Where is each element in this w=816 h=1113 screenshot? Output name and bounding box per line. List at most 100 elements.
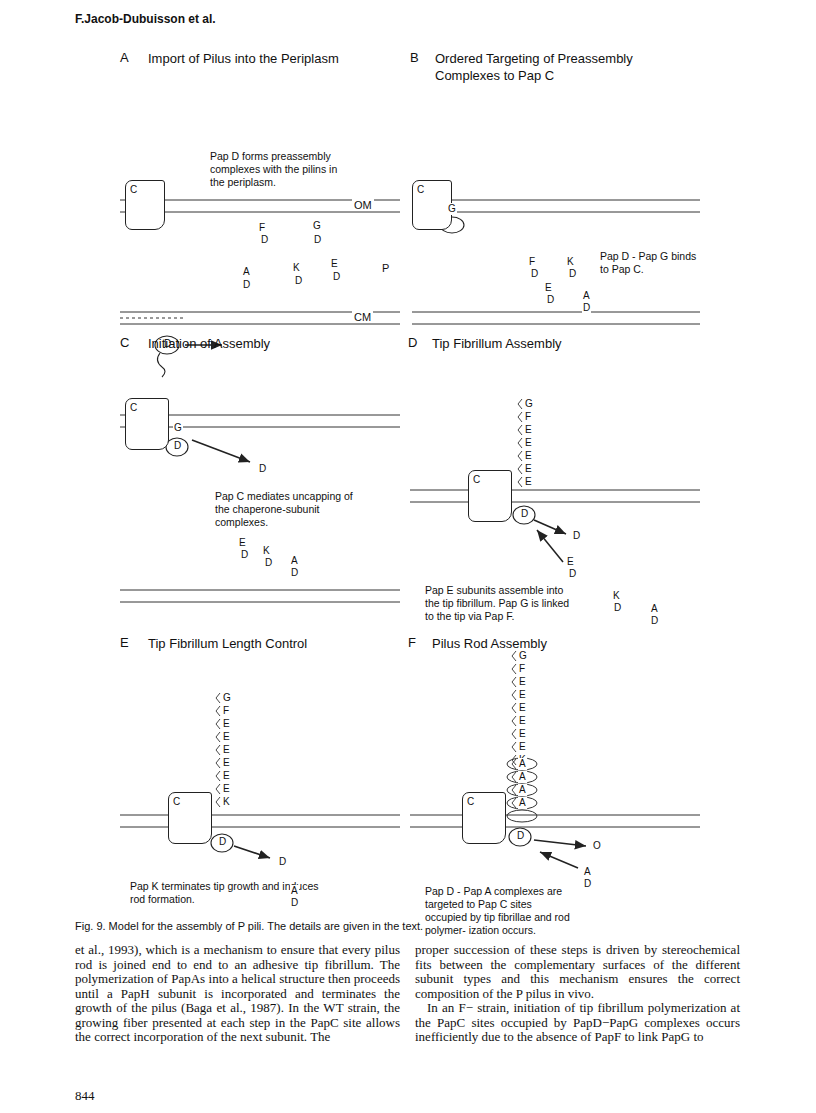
subunit-letter: D — [294, 275, 303, 287]
body-text: proper succession of these steps is driv… — [415, 943, 740, 1001]
subunit-letter: D — [290, 897, 299, 909]
subunit-letter: G — [173, 422, 183, 434]
subunit-letter: D — [173, 440, 182, 452]
subunit-bond — [216, 719, 220, 729]
subunit-bond — [518, 412, 522, 422]
subunit-letter: A — [290, 885, 299, 897]
subunit-letter: D — [290, 567, 299, 579]
subunit-letter: A — [518, 797, 527, 809]
annotation: Pap K terminates tip growth and induces … — [130, 880, 330, 906]
subunit-letter: A — [518, 758, 527, 770]
subunit-bond — [216, 706, 220, 716]
subunit-letter: D — [332, 271, 341, 283]
subunit-letter: F — [222, 705, 230, 717]
subunit-letter: G — [518, 650, 528, 662]
subunit-letter: E — [222, 757, 231, 769]
subunit-letter: E — [518, 741, 527, 753]
subunit-bond — [512, 729, 516, 739]
panel-letter: B — [410, 50, 419, 65]
subunit-letter: D — [520, 508, 529, 520]
node-text: C — [469, 471, 511, 485]
body-text: et al., 1993), which is a mechanism to e… — [75, 943, 400, 1045]
membranes — [120, 200, 700, 827]
subunit-letter: D — [546, 294, 555, 306]
subunit-letter: G — [312, 220, 322, 232]
subunit-letter: E — [518, 728, 527, 740]
subunit-letter: E — [518, 689, 527, 701]
subunit-letter: F — [258, 222, 266, 234]
subunit-letter: F — [528, 256, 536, 268]
subunit-bond — [216, 745, 220, 755]
subunit-letter: D — [240, 549, 249, 561]
membrane-label: OM — [352, 199, 374, 211]
annotation: Pap D forms preassembly complexes with t… — [210, 150, 345, 189]
pilus-rod — [507, 758, 537, 822]
page-number: 844 — [75, 1088, 95, 1104]
subunit-letter: D — [583, 878, 592, 890]
panel-title: Tip Fibrillum Assembly — [432, 335, 662, 352]
subunit-bond — [512, 759, 516, 769]
subunit-letter: E — [518, 715, 527, 727]
subunit-letter: E — [544, 282, 553, 294]
subunit-letter: A — [242, 266, 251, 278]
subunit-letter: A — [583, 866, 592, 878]
subunit-letter: D — [516, 830, 525, 842]
node-text: C — [413, 181, 451, 195]
subunit-letter: A — [650, 603, 659, 615]
chaperones — [155, 217, 535, 852]
subunit-letter: D — [650, 615, 659, 627]
subunit-letter: K — [292, 262, 301, 274]
subunit-letter: A — [290, 555, 299, 567]
subunit-bond — [518, 399, 522, 409]
panel-title: Initiation of Assembly — [148, 335, 378, 352]
subunit-bond — [216, 797, 220, 807]
subunit-letter: O — [592, 840, 602, 852]
subunit-letter: E — [518, 676, 527, 688]
panel-title: Ordered Targeting of Preassembly Complex… — [435, 50, 700, 84]
subunit-letter: E — [524, 424, 533, 436]
subunit-letter: F — [518, 663, 526, 675]
subunit-letter: A — [518, 784, 527, 796]
subunit-letter: E — [524, 450, 533, 462]
subunit-letter: D — [572, 530, 581, 542]
subunit-letter: G — [447, 203, 457, 215]
papc-box: C — [125, 398, 169, 450]
subunit-bond — [216, 693, 220, 703]
subunit-letter: D — [530, 268, 539, 280]
subunit-letter: E — [238, 537, 247, 549]
panel-title: Pilus Rod Assembly — [432, 635, 662, 652]
subunit-letter: D — [613, 602, 622, 614]
subunit-letter: D — [278, 856, 287, 868]
panel-letter: F — [408, 635, 416, 650]
papc-box: C — [412, 180, 452, 230]
subunit-bond — [512, 690, 516, 700]
subunit-letter: E — [566, 556, 575, 568]
panel-letter: E — [120, 635, 129, 650]
subunit-letter: E — [330, 258, 339, 270]
node-text: C — [126, 181, 164, 195]
node-text: C — [169, 793, 211, 807]
subunit-letter: K — [612, 590, 621, 602]
subunit-letter: A — [518, 771, 527, 783]
body-text: In an F− strain, initiation of tip fibri… — [415, 1001, 740, 1045]
subunit-bond — [512, 716, 516, 726]
panel-letter: D — [408, 335, 417, 350]
papc-box: C — [462, 792, 506, 844]
subunit-bond — [518, 451, 522, 461]
subunit-bond — [512, 651, 516, 661]
subunit-letter: K — [222, 796, 231, 808]
figure-caption: Fig. 9. Model for the assembly of P pili… — [75, 920, 715, 932]
subunit-bond — [518, 438, 522, 448]
panel-letter: C — [120, 335, 129, 350]
subunit-bond — [518, 477, 522, 487]
subunit-letter: E — [222, 718, 231, 730]
subunit-bond — [518, 425, 522, 435]
panel-title: Tip Fibrillum Length Control — [148, 635, 388, 652]
subunit-letter: E — [524, 463, 533, 475]
subunit-letter: D — [568, 568, 577, 580]
subunit-bond — [216, 784, 220, 794]
subunit-bond — [216, 758, 220, 768]
subunit-bond — [512, 677, 516, 687]
subunit-letter: F — [524, 411, 532, 423]
subunit-letter: E — [222, 731, 231, 743]
